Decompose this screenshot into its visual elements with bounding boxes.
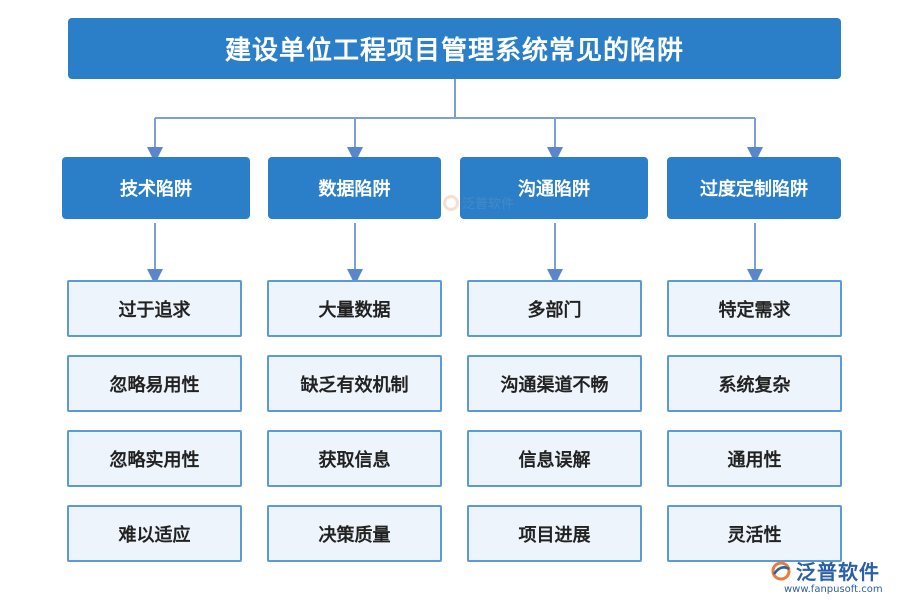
item-customization-1: 特定需求 — [667, 280, 842, 337]
item-communication-2: 沟通渠道不畅 — [467, 355, 642, 412]
category-customization: 过度定制陷阱 — [667, 157, 841, 219]
watermark-logo-icon — [443, 194, 459, 211]
brand-logo-url: www.fanpusoft.com — [784, 584, 883, 595]
diagram-title: 建设单位工程项目管理系统常见的陷阱 — [68, 18, 841, 79]
item-communication-4: 项目进展 — [467, 505, 642, 562]
category-communication: 沟通陷阱 — [460, 157, 648, 219]
item-customization-3: 通用性 — [667, 430, 842, 487]
item-data-1: 大量数据 — [267, 280, 442, 337]
item-communication-3: 信息误解 — [467, 430, 642, 487]
item-technical-1: 过于追求 — [67, 280, 242, 337]
item-data-4: 决策质量 — [267, 505, 442, 562]
item-communication-1: 多部门 — [467, 280, 642, 337]
item-technical-2: 忽略易用性 — [67, 355, 242, 412]
watermark-text: 泛普软件 — [462, 197, 515, 212]
item-technical-4: 难以适应 — [67, 505, 242, 562]
category-data: 数据陷阱 — [268, 157, 441, 219]
brand-logo: 泛普软件 www.fanpusoft.com — [770, 556, 883, 595]
item-customization-2: 系统复杂 — [667, 355, 842, 412]
item-data-3: 获取信息 — [267, 430, 442, 487]
item-customization-4: 灵活性 — [667, 505, 842, 562]
center-watermark: 泛普软件 — [443, 193, 514, 212]
item-data-2: 缺乏有效机制 — [267, 355, 442, 412]
brand-logo-icon — [771, 561, 791, 580]
item-technical-3: 忽略实用性 — [67, 430, 242, 487]
category-technical: 技术陷阱 — [62, 157, 250, 219]
brand-logo-name: 泛普软件 — [796, 560, 880, 584]
